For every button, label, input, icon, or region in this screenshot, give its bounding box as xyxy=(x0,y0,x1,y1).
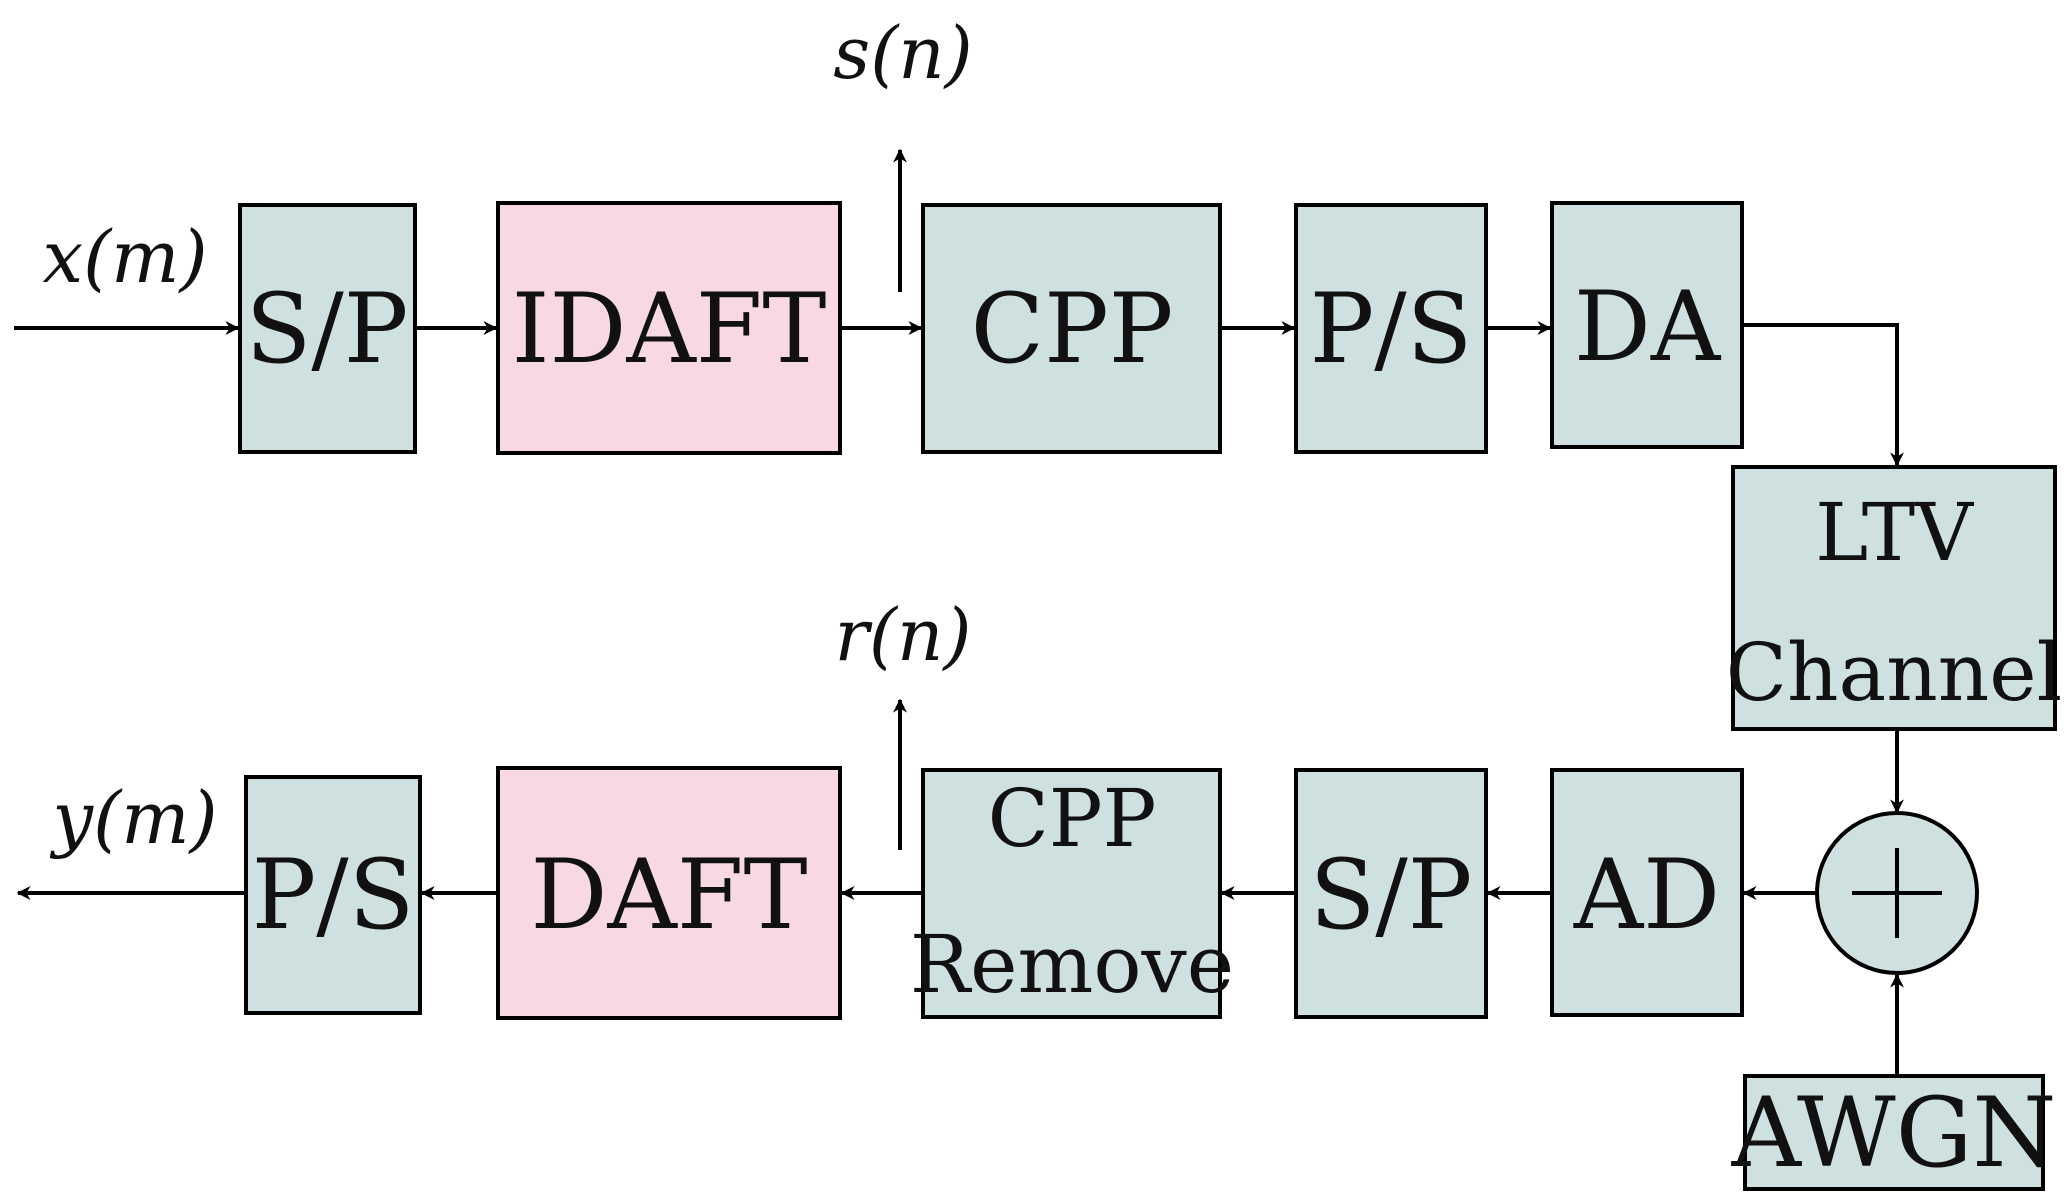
cpp-remove-label-line2: Remove xyxy=(910,918,1234,1011)
ltv-channel-label-line1: LTV xyxy=(1815,486,1974,579)
ad-block xyxy=(1550,768,1744,1017)
ps-block-tx-label: P/S xyxy=(1310,273,1473,385)
awgn-block-label: AWGN xyxy=(1731,1077,2057,1189)
ps-block-rx-label: P/S xyxy=(252,839,415,951)
idaft-block-label: IDAFT xyxy=(512,273,827,385)
cpp-remove-label-line1: CPP xyxy=(988,772,1157,865)
da-block xyxy=(1550,201,1744,449)
arrow-da-to-channel xyxy=(1742,323,1904,467)
cpp-remove-block xyxy=(921,768,1222,1019)
cpp-block xyxy=(921,203,1222,454)
ltv-channel-label-line2: Channel xyxy=(1726,626,2062,719)
signal-label-y-m: y(m) xyxy=(49,776,217,860)
signal-label-r-n: r(n) xyxy=(835,593,972,677)
sp-block-tx-label: S/P xyxy=(246,273,409,385)
idaft-block xyxy=(496,201,842,455)
ps-block-rx xyxy=(244,775,422,1015)
da-block-label: DA xyxy=(1574,271,1722,383)
ad-block-label: AD xyxy=(1573,839,1720,951)
sp-block-rx-label: S/P xyxy=(1310,839,1473,951)
sp-block-rx xyxy=(1294,768,1488,1019)
daft-block-label: DAFT xyxy=(531,839,808,951)
cpp-block-label: CPP xyxy=(971,273,1174,385)
awgn-block xyxy=(1743,1074,2045,1191)
ltv-channel-block xyxy=(1731,465,2057,731)
signal-label-x-m: x(m) xyxy=(42,215,207,299)
daft-block xyxy=(496,766,842,1020)
signal-label-s-n: s(n) xyxy=(833,11,973,95)
